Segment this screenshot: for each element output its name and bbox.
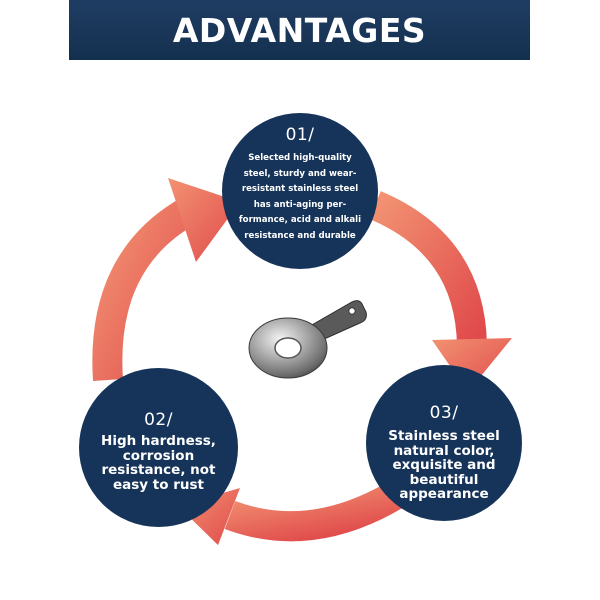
advantage-circle-02: 02/ High hardness, corrosion resistance,…	[79, 368, 238, 527]
advantage-circle-01: 01/ Selected high-quality steel, sturdy …	[222, 113, 378, 269]
step-number: 01/	[285, 125, 315, 145]
step-text: Stainless steel natural color, exquisite…	[388, 428, 500, 502]
page-title: ADVANTAGES	[172, 10, 427, 50]
header-banner: ADVANTAGES	[69, 0, 530, 60]
arrow-01-to-03	[368, 191, 512, 392]
arrow-02-to-01	[92, 178, 240, 381]
step-text: High hardness, corrosion resistance, not…	[101, 433, 216, 493]
step-number: 02/	[144, 410, 173, 430]
step-number: 03/	[429, 403, 459, 423]
spectacle-blind-plate-icon	[248, 300, 367, 379]
advantage-circle-03: 03/ Stainless steel natural color, exqui…	[366, 365, 522, 521]
step-text: Selected high-quality steel, sturdy and …	[238, 153, 362, 241]
